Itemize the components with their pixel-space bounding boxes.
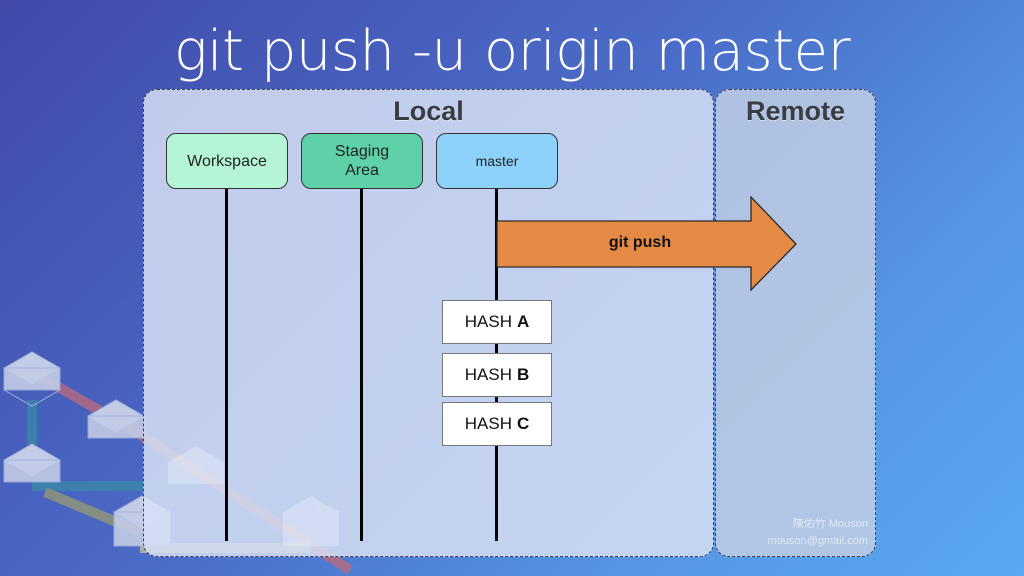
server-stack-icon (168, 462, 224, 484)
server-stack-icon (283, 496, 339, 528)
remote-panel: Remote (715, 89, 876, 557)
staging-area-label: Staging Area (334, 143, 390, 179)
commit-id: A (516, 312, 530, 331)
git-push-label: git push (608, 234, 672, 251)
author-name: 陳佑竹 Mouson (792, 518, 868, 530)
master-branch-node: master (436, 133, 558, 189)
author-email: mouson@gmail.com (767, 535, 868, 547)
server-stack-icon (2, 351, 62, 407)
local-panel: Local (143, 89, 714, 557)
commit-prefix: HASH (464, 414, 512, 433)
commit-prefix: HASH (464, 312, 512, 331)
page-title: git push -u origin master (173, 19, 851, 84)
staging-area-node: Staging Area (301, 133, 423, 189)
workspace-lifeline (225, 189, 228, 541)
commit-id: B (516, 365, 530, 384)
staging-lifeline (360, 189, 363, 541)
workspace-node: Workspace (166, 133, 288, 189)
commit-prefix: HASH (464, 365, 512, 384)
server-stack-icon (2, 443, 62, 483)
local-panel-label: Local (393, 96, 464, 126)
server-stack-icon (168, 446, 224, 478)
author-credit: 陳佑竹 Mouson mouson@gmail.com (768, 516, 868, 550)
server-stack-icon (283, 512, 339, 546)
commit-id: C (516, 414, 530, 433)
remote-panel-label: Remote (745, 96, 846, 126)
